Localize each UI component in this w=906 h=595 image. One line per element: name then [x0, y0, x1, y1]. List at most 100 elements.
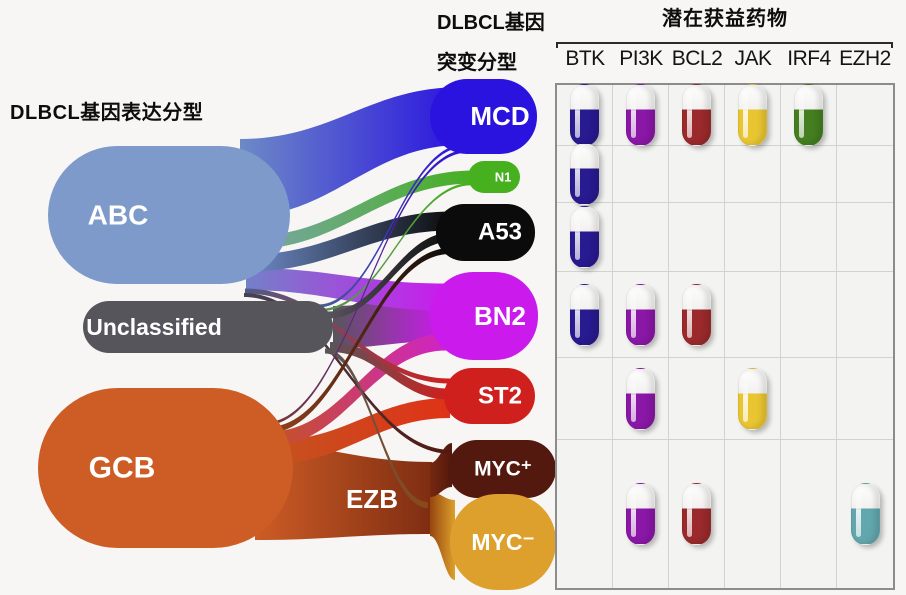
pill-highlight: [575, 212, 580, 260]
mutation-title-line1: DLBCL基因: [437, 12, 545, 34]
drug-cell-a53-irf4: [781, 203, 837, 272]
drug-cell-mcd-pi3k: [613, 84, 669, 146]
drug-cell-n1-btk: [557, 143, 613, 205]
drug-column-header-ezh2: EZH2: [839, 47, 891, 70]
drug-cell-bn2-pi3k: [613, 272, 669, 358]
pill-jak-st2: [738, 367, 767, 430]
node-label-MCD: MCD: [470, 101, 529, 131]
flow-Unclassified-EZB: [325, 348, 428, 508]
drug-cell-n1-ezh2: [837, 146, 893, 203]
drug-cell-bn2-ezh2: [837, 272, 893, 358]
node-A53: [436, 204, 535, 261]
drug-cell-st2-bcl2: [669, 358, 725, 440]
node-N1: [468, 161, 520, 193]
pill-highlight: [631, 90, 636, 138]
flow-GCB-BN2: [270, 333, 446, 447]
drug-cell-mcd-ezh2: [837, 85, 893, 146]
node-label-MYC-: MYC⁻: [471, 529, 534, 555]
pill-pi3k-st2: [626, 367, 655, 430]
pill-bcl2-ezb: [682, 483, 711, 545]
drug-cell-st2-jak: [725, 358, 781, 440]
pill-highlight: [575, 90, 580, 138]
pill-pi3k-bn2: [626, 283, 655, 346]
pill-highlight: [743, 373, 748, 422]
drug-cell-ezb-btk: [557, 440, 613, 588]
drug-cell-ezb-ezh2: [837, 440, 893, 588]
node-ST2: [444, 368, 535, 424]
drug-cell-mcd-btk: [557, 84, 613, 146]
drug-cell-ezb-irf4: [781, 440, 837, 588]
node-label-Unclassified: Unclassified: [86, 314, 222, 340]
drug-column-header-btk: BTK: [565, 47, 605, 70]
pill-ezh2-ezb: [850, 483, 880, 545]
drug-cell-st2-irf4: [781, 358, 837, 440]
drug-cell-ezb-bcl2: [669, 440, 725, 588]
drug-column-header-irf4: IRF4: [787, 47, 831, 70]
pill-highlight: [575, 289, 580, 338]
ezb-flow-label: EZB: [346, 484, 398, 514]
drug-cell-n1-pi3k: [613, 146, 669, 203]
drug-cell-a53-bcl2: [669, 203, 725, 272]
pill-highlight: [575, 149, 580, 197]
node-label-ST2: ST2: [478, 383, 522, 410]
pill-btk-n1: [570, 143, 599, 205]
pill-pi3k-mcd: [626, 84, 655, 146]
pill-highlight: [631, 373, 636, 422]
node-label-BN2: BN2: [474, 301, 526, 331]
node-label-N1: N1: [495, 170, 512, 185]
flow-GCB-EZB: [255, 444, 432, 540]
drug-column-header-bcl2: BCL2: [671, 47, 723, 70]
drug-cell-st2-pi3k: [613, 358, 669, 440]
pill-highlight: [743, 90, 748, 138]
flow-ABC-A53: [248, 211, 452, 272]
node-BN2: [430, 272, 538, 360]
mutation-subtype-title: DLBCL基因 突变分型: [437, 10, 545, 76]
pill-pi3k-ezb: [626, 483, 655, 545]
node-MCD: [430, 79, 537, 154]
flow-EZB-MYC+: [430, 443, 452, 497]
pill-highlight: [631, 489, 636, 537]
pill-btk-a53: [570, 206, 599, 268]
drug-cell-mcd-jak: [725, 84, 781, 146]
pill-bcl2-bn2: [682, 283, 711, 346]
node-MYC+: [448, 440, 556, 498]
flow-ABC-MCD: [240, 87, 462, 217]
drug-benefit-grid: [555, 83, 895, 590]
drug-cell-n1-bcl2: [669, 146, 725, 203]
node-ABC: [48, 146, 290, 284]
drug-cell-bn2-irf4: [781, 272, 837, 358]
drug-column-header-jak: JAK: [734, 47, 772, 70]
node-MYC-: [450, 494, 556, 590]
node-label-GCB: GCB: [89, 452, 156, 485]
pill-btk-mcd: [570, 84, 599, 146]
drug-cell-st2-btk: [557, 358, 613, 440]
drug-cell-st2-ezh2: [837, 358, 893, 440]
node-Unclassified: [83, 301, 333, 353]
flow-Unclassified-A53: [328, 232, 452, 319]
flow-ABC-ST2: [245, 288, 450, 384]
pill-highlight: [687, 289, 692, 338]
pill-highlight: [687, 90, 692, 138]
flow-EZB-MYC-: [430, 492, 455, 580]
pill-bcl2-mcd: [682, 84, 711, 146]
drug-cell-n1-jak: [725, 146, 781, 203]
pill-highlight: [687, 489, 692, 537]
flow-Unclassified-ST2: [330, 342, 448, 400]
node-label-ABC: ABC: [88, 200, 149, 231]
drug-cell-ezb-jak: [725, 440, 781, 588]
flow-ABC-BN2: [246, 268, 446, 311]
flow-GCB-MCD: [265, 149, 468, 426]
drug-cell-n1-irf4: [781, 146, 837, 203]
drug-cell-mcd-bcl2: [669, 84, 725, 146]
node-label-MYC+: MYC⁺: [474, 458, 532, 481]
drug-cell-mcd-irf4: [781, 84, 837, 146]
flow-ABC-N1: [248, 170, 474, 250]
drug-cell-bn2-jak: [725, 272, 781, 358]
drug-panel-title: 潜在获益药物: [662, 8, 788, 30]
flow-Unclassified-N1: [320, 182, 472, 312]
mutation-title-line2: 突变分型: [437, 52, 517, 74]
pill-jak-mcd: [738, 84, 767, 146]
drug-column-header-pi3k: PI3K: [619, 47, 663, 70]
node-GCB: [38, 388, 293, 548]
